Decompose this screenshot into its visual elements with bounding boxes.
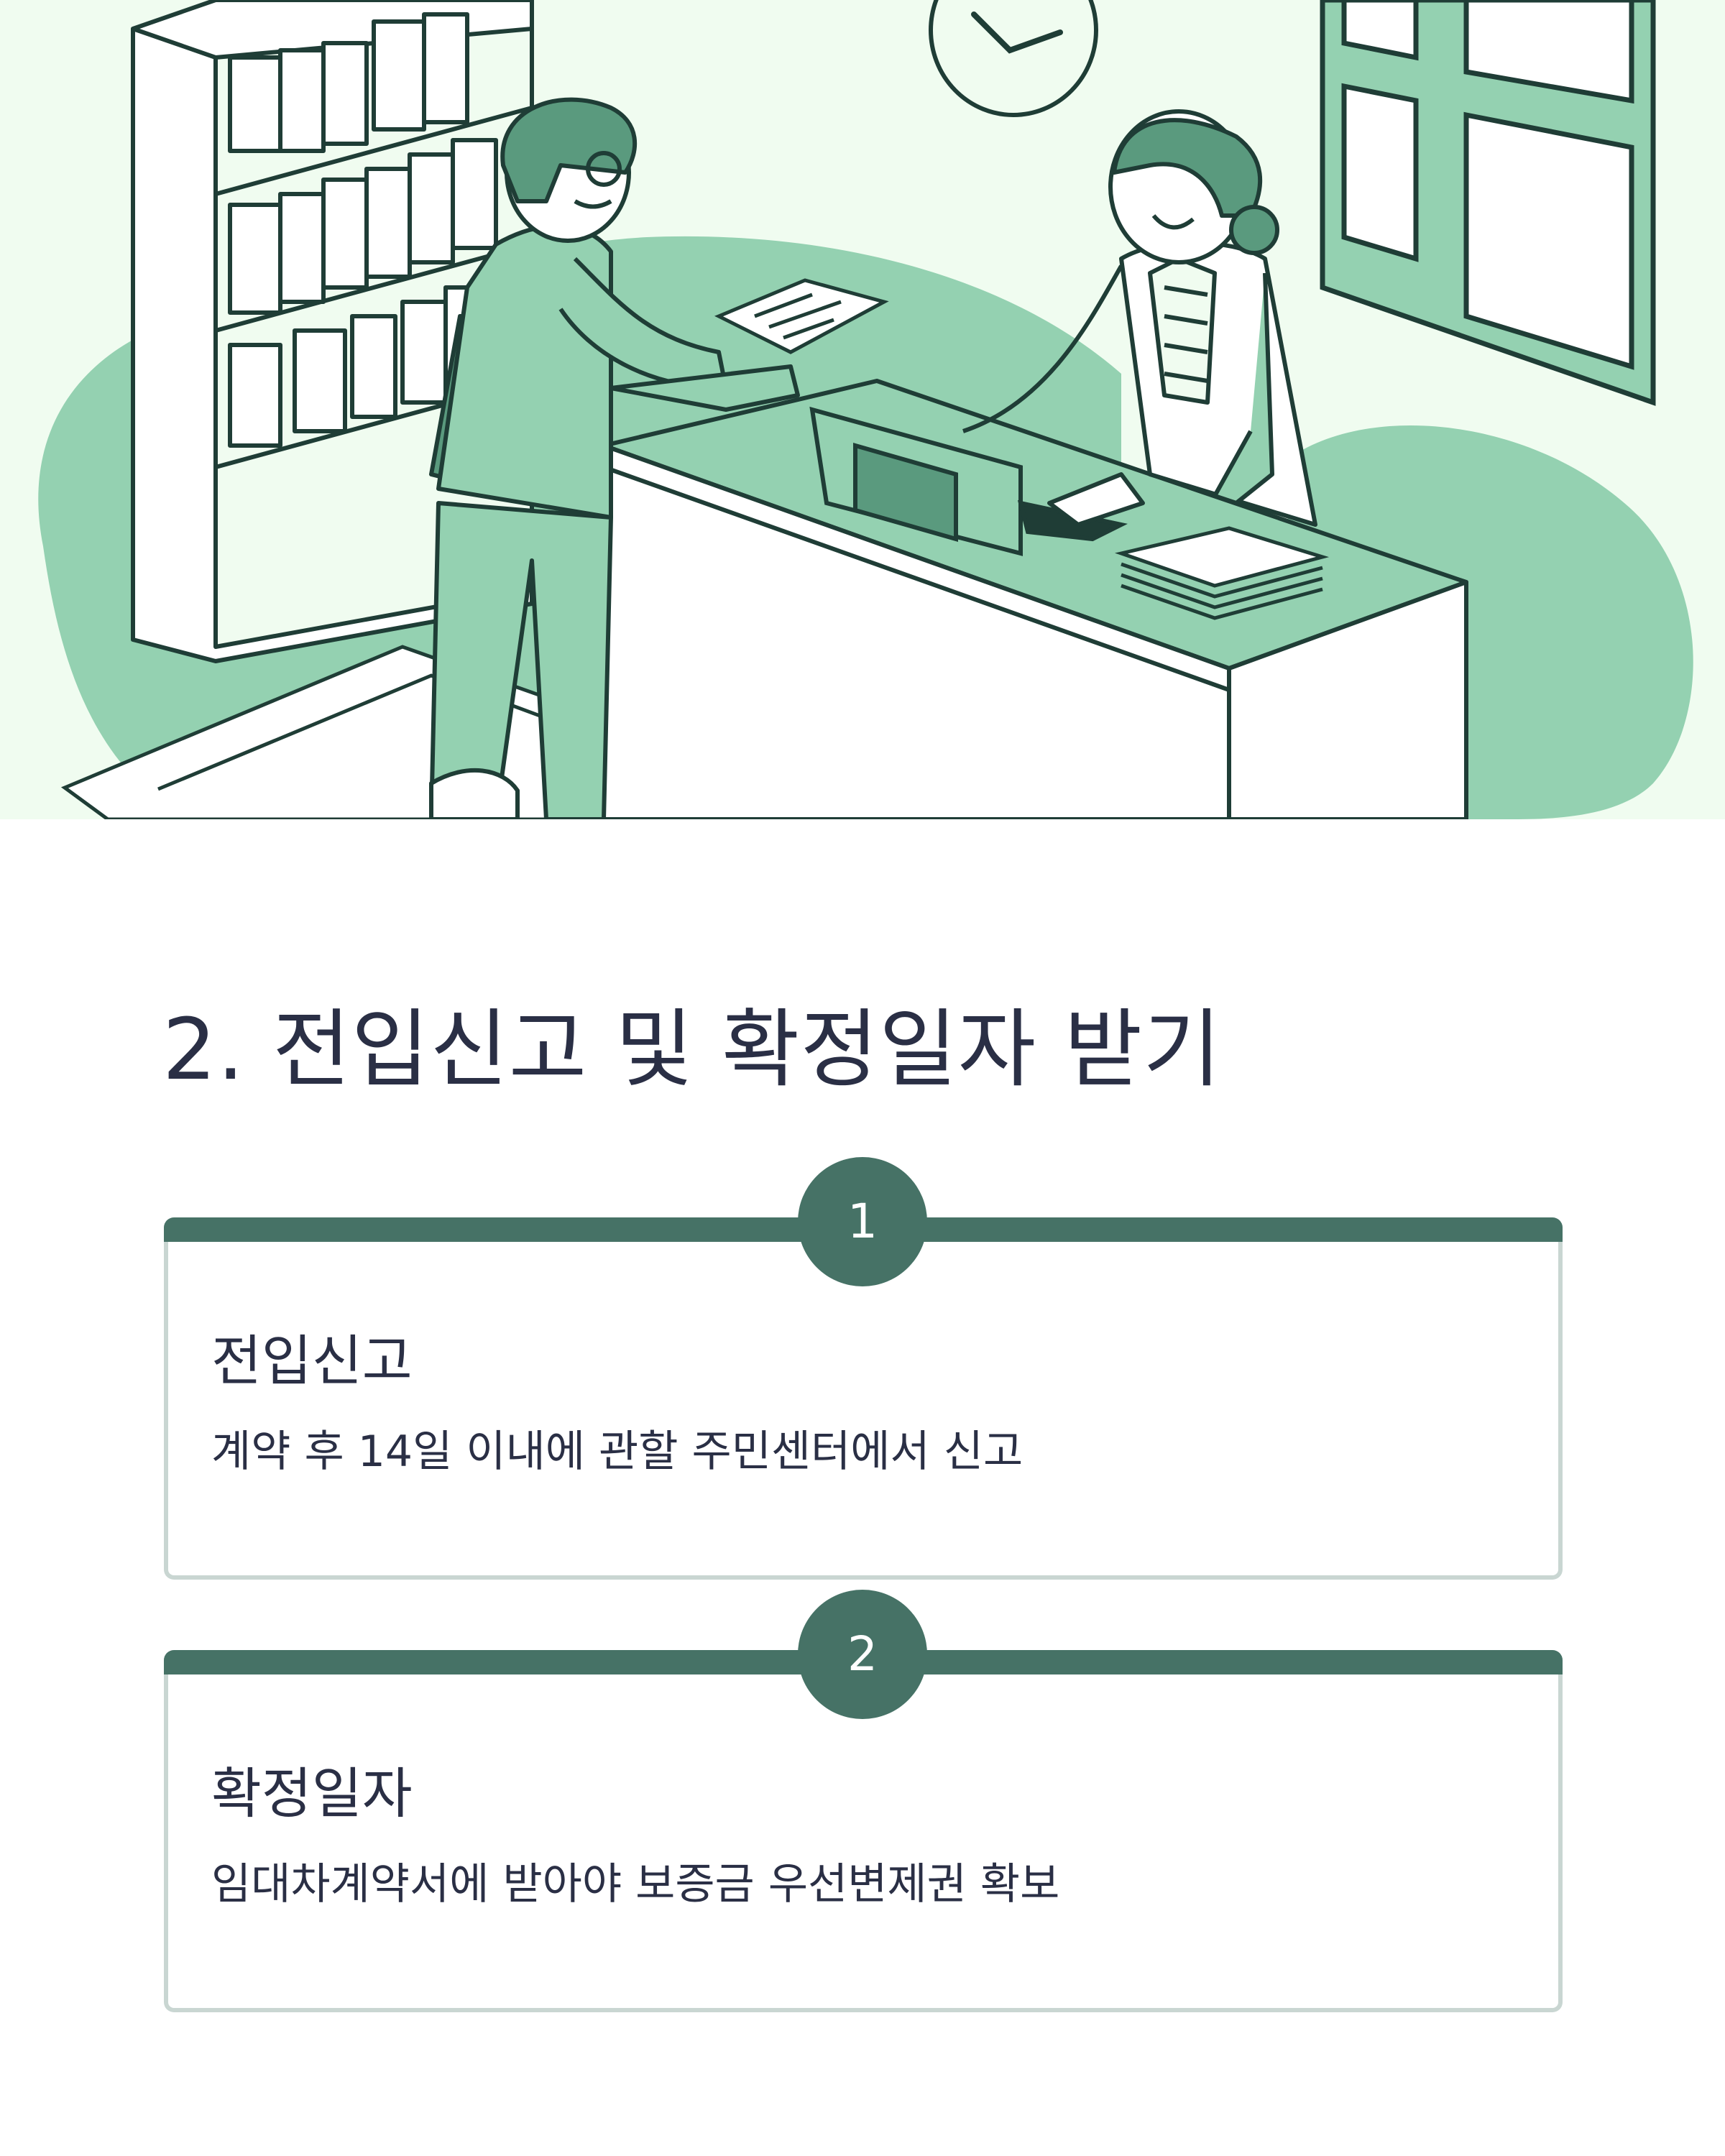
document-icon bbox=[714, 278, 889, 354]
wall-clock-icon bbox=[929, 0, 1098, 117]
step-card-1: 1 전입신고 계약 후 14일 이내에 관할 주민센터에서 신고 bbox=[164, 1157, 1563, 1580]
step-title: 전입신고 bbox=[211, 1329, 413, 1393]
step-description: 계약 후 14일 이내에 관할 주민센터에서 신고 bbox=[211, 1427, 1024, 1477]
step-card-2: 2 확정일자 임대차계약서에 받아야 보증금 우선변제권 확보 bbox=[164, 1590, 1563, 2012]
step-card-body bbox=[164, 1674, 1563, 2012]
step-card-body bbox=[164, 1242, 1563, 1580]
paper-stack bbox=[1115, 526, 1330, 620]
clerk-figure bbox=[962, 109, 1317, 527]
step-title: 확정일자 bbox=[211, 1761, 413, 1825]
page-title: 2. 전입신고 및 확정일자 받기 bbox=[162, 1000, 1222, 1099]
step-number-badge: 2 bbox=[798, 1590, 927, 1719]
service-counter-illustration bbox=[38, 0, 1693, 819]
step-number-badge: 1 bbox=[798, 1157, 927, 1286]
hero-illustration bbox=[0, 0, 1725, 819]
step-description: 임대차계약서에 받아야 보증금 우선변제권 확보 bbox=[211, 1859, 1060, 1909]
customer-figure bbox=[429, 97, 800, 819]
window bbox=[1320, 0, 1656, 406]
